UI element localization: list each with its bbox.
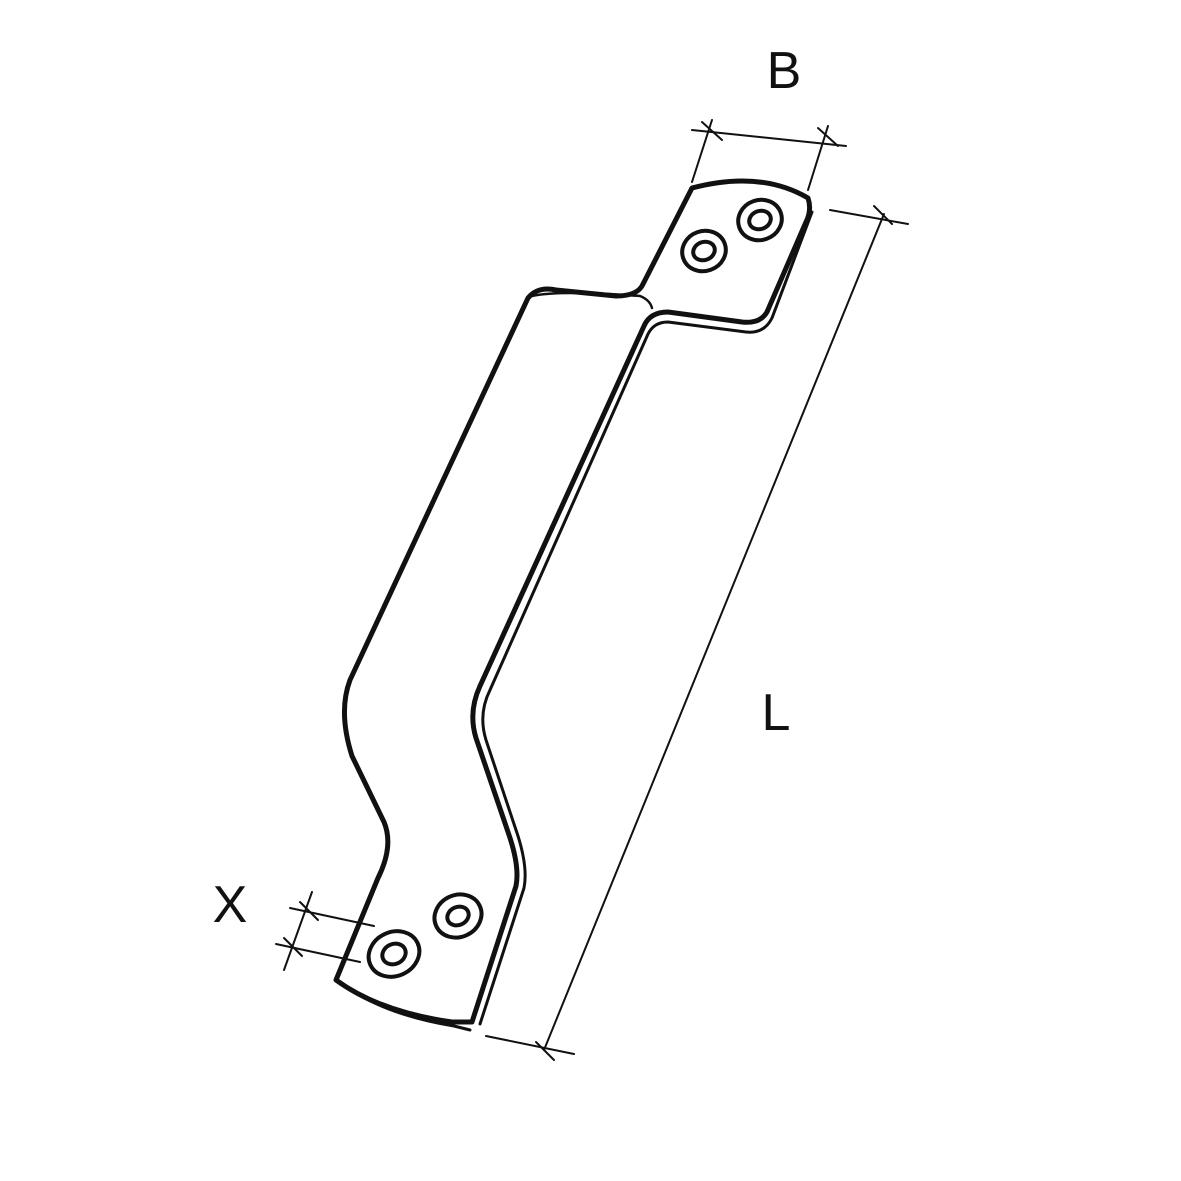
- dimension-b-line: [691, 119, 847, 191]
- handle-edge-right: [478, 210, 814, 1026]
- dimension-x-line: [275, 891, 375, 971]
- dimension-x-label: X: [213, 876, 248, 934]
- top-hole-1: [680, 228, 728, 274]
- handle-edge-top-bend: [530, 291, 654, 310]
- handle-edge-bottom: [334, 978, 472, 1032]
- dimension-l-label: L: [762, 684, 791, 742]
- handle-outline: [333, 178, 813, 1025]
- bottom-hole-1: [366, 929, 422, 979]
- dimension-l-line: [485, 205, 909, 1061]
- top-hole-2: [736, 197, 784, 243]
- dimension-b-label: B: [767, 42, 802, 100]
- bottom-hole-2: [432, 892, 484, 940]
